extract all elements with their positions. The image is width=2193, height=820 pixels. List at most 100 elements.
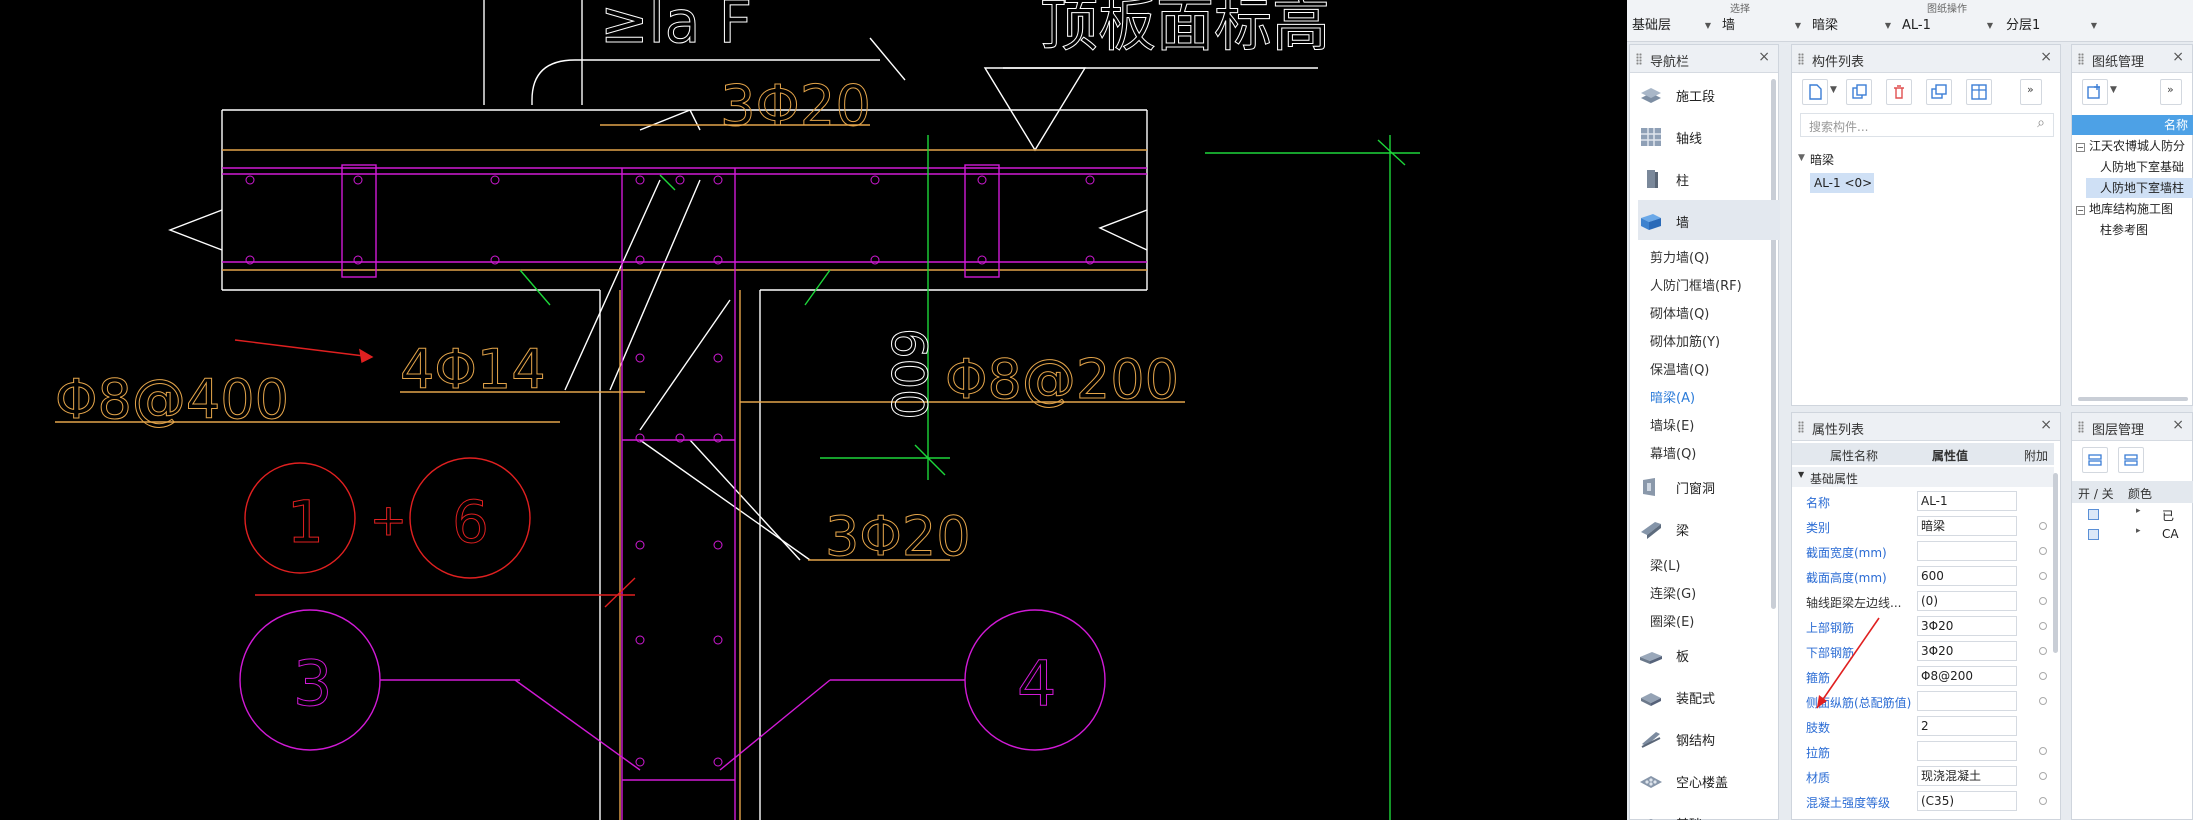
drawing-row[interactable]: 人防地下室基础 xyxy=(2100,160,2185,174)
drawing-row[interactable]: 柱参考图 xyxy=(2100,223,2149,237)
property-row[interactable]: 截面高度(mm)600 xyxy=(1792,564,2062,589)
component-search-input[interactable]: 搜索构件... ⌕ xyxy=(1800,113,2054,137)
cad-drawing-canvas[interactable]: ≥la F 顶板面标高 3Φ20 Φ8@400 4Φ14 600 Φ8@200 … xyxy=(0,0,1627,820)
property-value-field[interactable]: AL-1 xyxy=(1917,491,2017,511)
subtype-select[interactable]: 暗梁▼ xyxy=(1809,15,1897,37)
layer-toggle-checkbox[interactable] xyxy=(2088,509,2099,520)
property-row[interactable]: 混凝土强度等级(C35) xyxy=(1792,789,2062,814)
sub-item-beam[interactable]: 梁(L) xyxy=(1650,559,1681,574)
attach-radio-icon[interactable] xyxy=(2039,572,2047,580)
attach-radio-icon[interactable] xyxy=(2039,747,2047,755)
collapse-icon[interactable]: ▼ xyxy=(1798,153,1805,163)
collapse-icon[interactable]: − xyxy=(2076,206,2085,215)
nav-item-steel[interactable]: 钢结构 xyxy=(1638,718,1780,758)
more-button[interactable]: » xyxy=(2160,79,2182,105)
search-icon[interactable]: ⌕ xyxy=(2037,115,2045,131)
attach-radio-icon[interactable] xyxy=(2039,622,2047,630)
add-drawing-button[interactable] xyxy=(2082,79,2108,105)
sub-item-civil-defense-door[interactable]: 人防门框墙(RF) xyxy=(1650,279,1742,294)
attach-radio-icon[interactable] xyxy=(2039,672,2047,680)
attach-radio-icon[interactable] xyxy=(2039,597,2047,605)
close-icon[interactable]: × xyxy=(2040,417,2052,433)
chevron-down-icon[interactable]: ▼ xyxy=(2110,85,2117,95)
grip-icon[interactable] xyxy=(1798,421,1804,433)
property-row[interactable]: 侧面纵筋(总配筋值) xyxy=(1792,689,2062,714)
component-select[interactable]: AL-1▼ xyxy=(1899,15,1999,37)
nav-item-prefab[interactable]: 装配式 xyxy=(1638,676,1780,716)
property-scrollbar[interactable] xyxy=(2053,473,2058,653)
layer-view-button[interactable] xyxy=(2082,447,2108,473)
property-value-field[interactable]: 2 xyxy=(1917,716,2017,736)
sub-item-pilaster[interactable]: 墙垛(E) xyxy=(1650,419,1695,434)
floor-select[interactable]: 基础层▼ xyxy=(1629,15,1717,37)
collapse-icon[interactable]: ▼ xyxy=(1798,470,1805,479)
property-value-field[interactable]: (0) xyxy=(1917,591,2017,611)
close-icon[interactable]: × xyxy=(2040,49,2052,65)
close-icon[interactable]: × xyxy=(2172,417,2184,433)
component-item-al1[interactable]: AL-1 <0> xyxy=(1810,173,1874,193)
nav-item-axis[interactable]: 轴线 xyxy=(1638,116,1780,156)
type-select[interactable]: 墙▼ xyxy=(1719,15,1807,37)
chevron-right-icon[interactable]: ▸ xyxy=(2136,526,2141,536)
attach-radio-icon[interactable] xyxy=(2039,547,2047,555)
copy-to-floor-button[interactable] xyxy=(1926,79,1952,105)
nav-item-column[interactable]: 柱 xyxy=(1638,158,1780,198)
nav-item-slab[interactable]: 板 xyxy=(1638,634,1780,674)
filter-button[interactable] xyxy=(1966,79,1992,105)
property-value-field[interactable]: 暗梁 xyxy=(1917,516,2017,536)
property-value-field[interactable] xyxy=(1917,691,2017,711)
attach-radio-icon[interactable] xyxy=(2039,797,2047,805)
property-value-field[interactable]: 3Φ20 xyxy=(1917,616,2017,636)
new-component-button[interactable] xyxy=(1802,79,1828,105)
layer-row[interactable]: ▸ 已 xyxy=(2072,505,2193,525)
property-value-field[interactable]: (C35) xyxy=(1917,791,2017,811)
delete-button[interactable] xyxy=(1886,79,1912,105)
property-row[interactable]: 材质现浇混凝土 xyxy=(1792,764,2062,789)
grip-icon[interactable] xyxy=(1636,53,1642,65)
property-value-field[interactable] xyxy=(1917,741,2017,761)
property-value-field[interactable] xyxy=(1917,541,2017,561)
layer-row[interactable]: ▸ CA xyxy=(2072,525,2193,545)
drawing-row[interactable]: −江天农博城人防分 xyxy=(2076,139,2186,153)
grip-icon[interactable] xyxy=(2078,421,2084,433)
component-group[interactable]: 暗梁 xyxy=(1810,153,1835,167)
property-row[interactable]: 轴线距梁左边线...(0) xyxy=(1792,589,2062,614)
sub-item-masonry-rebar[interactable]: 砌体加筋(Y) xyxy=(1650,335,1721,350)
collapse-icon[interactable]: − xyxy=(2076,143,2085,152)
nav-item-beam[interactable]: 梁 xyxy=(1638,508,1780,548)
nav-item-wall[interactable]: 墙 xyxy=(1638,200,1780,240)
sub-item-ring-beam[interactable]: 圈梁(E) xyxy=(1650,615,1695,630)
nav-item-hollow-floor[interactable]: 空心楼盖 xyxy=(1638,760,1780,800)
layer-view2-button[interactable] xyxy=(2118,447,2144,473)
sub-item-insulation-wall[interactable]: 保温墙(Q) xyxy=(1650,363,1710,378)
layer-toggle-checkbox[interactable] xyxy=(2088,529,2099,540)
nav-item-door-window[interactable]: 门窗洞 xyxy=(1638,466,1780,506)
chevron-down-icon[interactable]: ▼ xyxy=(1830,85,1837,95)
property-value-field[interactable]: 现浇混凝土 xyxy=(1917,766,2017,786)
grip-icon[interactable] xyxy=(1798,53,1804,65)
close-icon[interactable]: × xyxy=(1758,49,1770,65)
drawing-hscrollbar[interactable] xyxy=(2078,397,2188,401)
property-value-field[interactable]: Φ8@200 xyxy=(1917,666,2017,686)
nav-scrollbar[interactable] xyxy=(1771,79,1776,609)
property-value-field[interactable]: 3Φ20 xyxy=(1917,641,2017,661)
copy-button[interactable] xyxy=(1846,79,1872,105)
property-row[interactable]: 类别暗梁 xyxy=(1792,514,2062,539)
property-value-field[interactable]: 600 xyxy=(1917,566,2017,586)
attach-radio-icon[interactable] xyxy=(2039,772,2047,780)
attach-radio-icon[interactable] xyxy=(2039,697,2047,705)
sub-item-shear-wall[interactable]: 剪力墙(Q) xyxy=(1650,251,1710,266)
grip-icon[interactable] xyxy=(2078,53,2084,65)
attach-radio-icon[interactable] xyxy=(2039,522,2047,530)
property-row[interactable]: 截面宽度(mm) xyxy=(1792,539,2062,564)
drawing-row-selected[interactable]: 人防地下室墙柱 xyxy=(2086,178,2193,198)
sub-item-masonry-wall[interactable]: 砌体墙(Q) xyxy=(1650,307,1710,322)
sub-item-hidden-beam[interactable]: 暗梁(A) xyxy=(1650,391,1696,406)
close-icon[interactable]: × xyxy=(2172,49,2184,65)
nav-item-foundation[interactable]: 基础 xyxy=(1638,802,1780,820)
attach-radio-icon[interactable] xyxy=(2039,647,2047,655)
